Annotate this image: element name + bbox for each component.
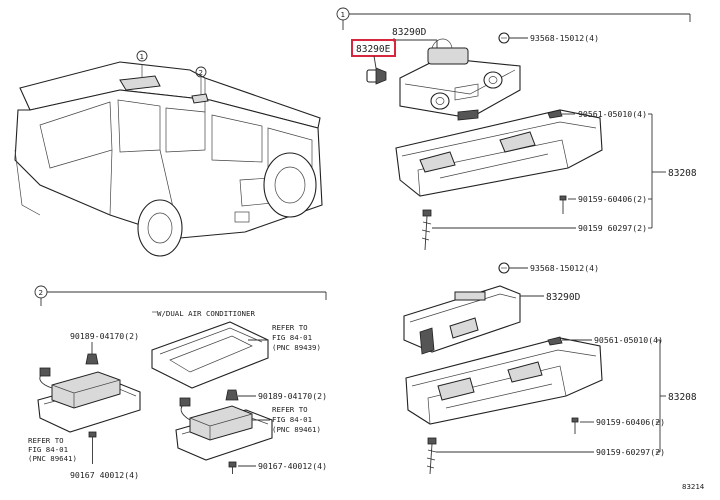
label-93568-lower: 93568-15012(4) bbox=[530, 263, 599, 273]
label-90159-60406-lower: 90159-60406(2) bbox=[596, 417, 665, 427]
label-90189-right: 90189-04170(2) bbox=[258, 391, 327, 401]
clip-90189-right bbox=[225, 389, 239, 401]
label-90167-right: 90167-40012(4) bbox=[258, 461, 327, 471]
footer-code: 83214 bbox=[682, 482, 705, 491]
label-90189-left: 90189-04170(2) bbox=[70, 331, 139, 341]
label-83208-upper: 83208 bbox=[668, 168, 697, 179]
label-93568-upper: 93568-15012(4) bbox=[530, 33, 599, 43]
label-90159-60297-lower: 90159-60297(2) bbox=[596, 447, 665, 457]
screw-90167-right bbox=[228, 461, 237, 474]
screw-93568-lower bbox=[498, 262, 510, 274]
screw-90159-60297-lower bbox=[426, 437, 437, 475]
label-90561-upper: 90561-05010(4) bbox=[578, 109, 647, 119]
section2-left-lamp bbox=[37, 367, 141, 433]
refer-2-line-1: REFER TO bbox=[272, 405, 308, 414]
callout-section-1: 1 bbox=[341, 10, 345, 19]
label-83290e: 83290E bbox=[356, 44, 391, 55]
label-83208-lower: 83208 bbox=[668, 392, 697, 403]
section2-right-lamp bbox=[175, 397, 273, 461]
screw-93568-upper bbox=[498, 32, 510, 44]
upper-housing-83208 bbox=[395, 109, 603, 197]
bulb-83290e bbox=[366, 67, 387, 85]
callout-car-1: 1 bbox=[140, 52, 144, 61]
refer-3-line-3: (PNC 89641) bbox=[28, 454, 77, 463]
label-83290d-upper: 83290D bbox=[392, 27, 427, 38]
label-90159-60406-upper: 90159-60406(2) bbox=[578, 194, 647, 204]
label-83290d-lower: 83290D bbox=[546, 292, 581, 303]
label-90159-60297-upper: 90159 60297(2) bbox=[578, 223, 647, 233]
refer-2-line-2: FIG 84-01 bbox=[272, 415, 312, 424]
lower-housing-83208 bbox=[405, 337, 603, 425]
callout-car-2: 2 bbox=[199, 68, 203, 77]
upper-lamp-unit bbox=[399, 38, 521, 121]
refer-1-line-3: (PNC 89439) bbox=[272, 343, 321, 352]
screw-90159-60406-lower bbox=[571, 417, 579, 434]
label-90167-left: 90167 40012(4) bbox=[70, 470, 139, 480]
lower-lamp-unit bbox=[403, 285, 521, 355]
clip-90561-lower bbox=[547, 336, 563, 346]
clip-90189-left bbox=[85, 353, 99, 365]
refer-2-line-3: (PNC 89461) bbox=[272, 425, 321, 434]
vehicle-illustration bbox=[14, 61, 323, 257]
refer-3-line-1: REFER TO bbox=[28, 436, 64, 445]
label-90561-lower: 90561-05010(4) bbox=[594, 335, 663, 345]
lens-cover-plate bbox=[151, 321, 269, 389]
refer-1-line-1: REFER TO bbox=[272, 323, 308, 332]
refer-3-line-2: FIG 84-01 bbox=[28, 445, 68, 454]
refer-1-line-2: FIG 84-01 bbox=[272, 333, 312, 342]
callout-section-2: 2 bbox=[39, 288, 43, 297]
highlight-box-83290e bbox=[351, 39, 396, 57]
screw-90167-left bbox=[88, 431, 97, 452]
section2-heading: W/DUAL AIR CONDITIONER bbox=[157, 309, 255, 318]
screw-90159-60406-upper bbox=[559, 195, 567, 214]
screw-90159-60297-upper bbox=[421, 209, 432, 251]
clip-90561-upper bbox=[547, 109, 563, 119]
